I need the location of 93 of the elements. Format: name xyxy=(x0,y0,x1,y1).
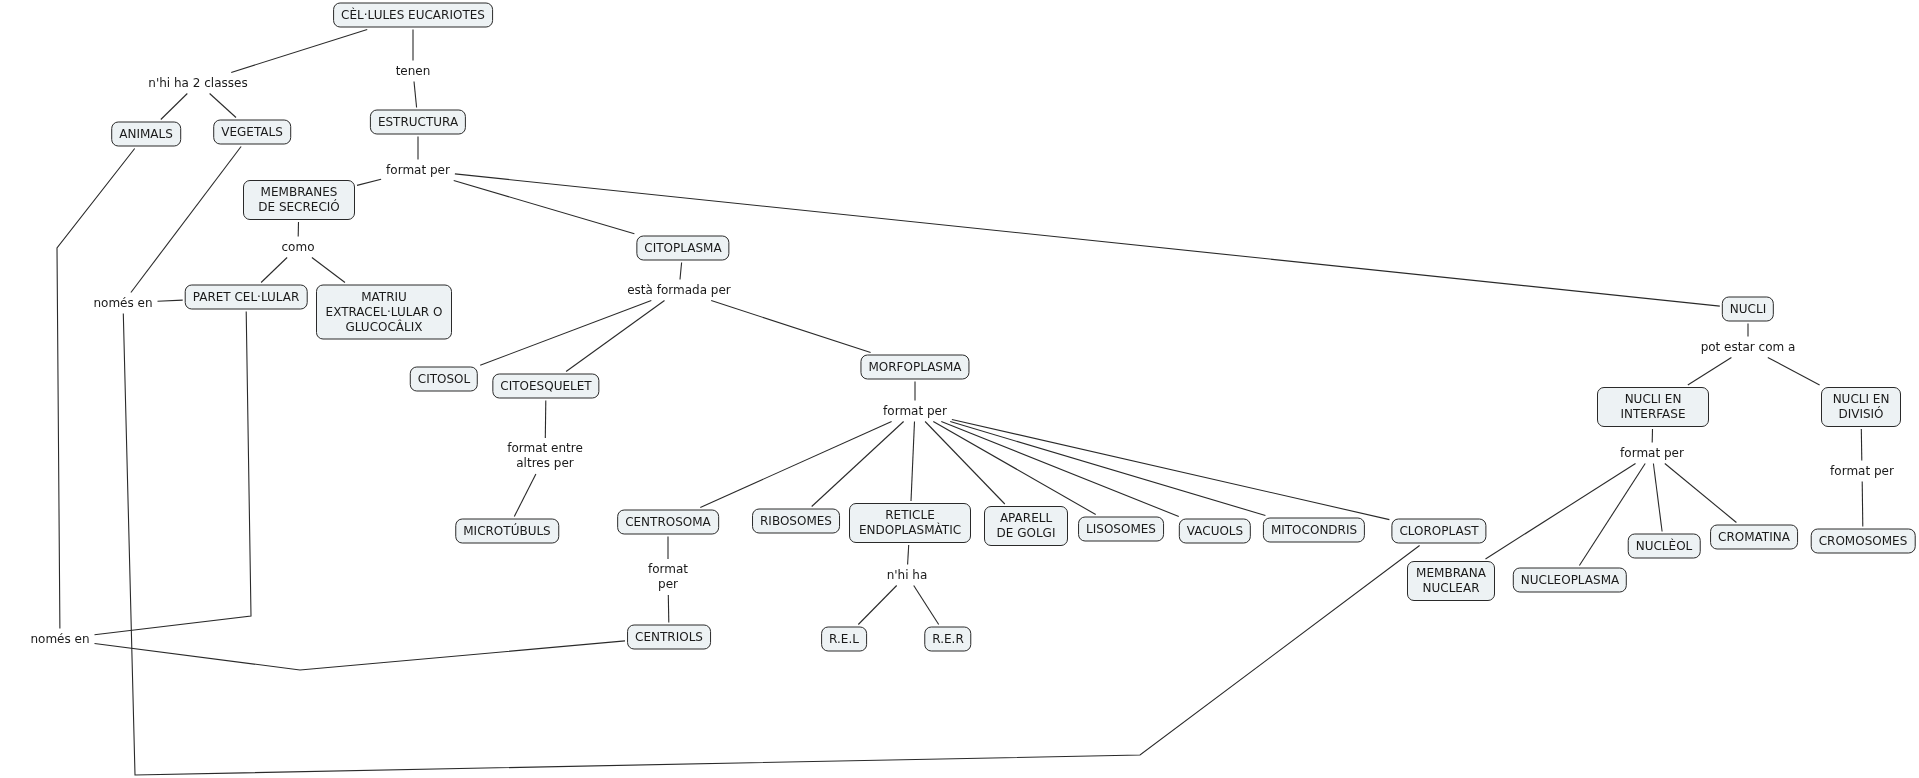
concept-box: NUCLI EN INTERFASE xyxy=(1597,387,1709,427)
connector-line xyxy=(453,179,635,235)
concept-box: MORFOPLASMA xyxy=(860,354,970,380)
connector-line xyxy=(156,299,184,302)
connector-line xyxy=(1651,428,1654,444)
connector-line xyxy=(951,418,1390,521)
concept-box: MEMBRANA NUCLEAR xyxy=(1407,561,1495,601)
concept-box: R.E.L xyxy=(821,626,867,652)
connector-line xyxy=(565,299,666,373)
linking-phrase: format per xyxy=(638,561,698,593)
connector-line xyxy=(311,256,346,284)
connector-line xyxy=(230,28,368,74)
connector-line xyxy=(122,312,1421,776)
connector-line xyxy=(356,178,382,186)
linking-phrase: tenen xyxy=(392,62,434,80)
connector-line xyxy=(679,261,683,281)
linking-phrase: format per xyxy=(880,402,950,420)
connector-line xyxy=(1484,462,1637,560)
concept-box: MICROTÚBULS xyxy=(455,518,559,544)
linking-phrase: format per xyxy=(1827,462,1897,480)
connector-line xyxy=(710,299,872,354)
linking-phrase: como xyxy=(278,238,318,256)
concept-box: LISOSOMES xyxy=(1078,516,1164,542)
connector-line xyxy=(857,584,898,626)
concept-box: PARET CEL·LULAR xyxy=(184,284,308,310)
connector-line xyxy=(667,535,669,560)
concept-box: CENTROSOMA xyxy=(617,509,719,535)
connector-line xyxy=(914,380,916,402)
connector-line xyxy=(160,92,188,121)
linking-phrase: format per xyxy=(1617,444,1687,462)
linking-phrase: format entre altres per xyxy=(495,440,595,472)
connector-line xyxy=(1664,462,1737,524)
connector-line xyxy=(544,399,547,439)
connector-line xyxy=(130,145,242,294)
connector-line xyxy=(1687,356,1732,386)
connector-line xyxy=(417,135,419,161)
concept-box: CROMATINA xyxy=(1710,524,1798,550)
connector-line xyxy=(1767,356,1821,386)
connector-line xyxy=(413,80,418,109)
concept-box: ESTRUCTURA xyxy=(369,109,467,135)
concept-box: CITOSOL xyxy=(409,366,479,392)
connector-line xyxy=(93,640,626,671)
connector-line xyxy=(811,420,905,508)
connector-line xyxy=(412,28,414,62)
connector-line xyxy=(932,420,1097,516)
connector-line xyxy=(260,256,288,284)
connector-line xyxy=(1652,462,1663,533)
connector-line xyxy=(910,420,916,502)
concept-box: CENTRIOLS xyxy=(627,624,711,650)
concept-box: APARELL DE GOLGI xyxy=(984,506,1068,546)
concept-box: MITOCONDRIS xyxy=(1262,517,1366,543)
concept-box: NUCLI xyxy=(1721,296,1775,322)
connector-line xyxy=(1578,462,1646,567)
connector-line xyxy=(209,92,237,119)
connector-line xyxy=(667,594,670,624)
concept-box: MEMBRANES DE SECRECIÓ xyxy=(243,180,355,220)
connector-line xyxy=(1747,322,1749,338)
connector-line xyxy=(907,544,910,566)
concept-box: VACUOLS xyxy=(1178,518,1252,544)
connector-line xyxy=(297,221,300,238)
concept-box: CITOESQUELET xyxy=(492,373,600,399)
connector-line xyxy=(1860,428,1863,462)
linking-phrase: format per xyxy=(383,161,453,179)
linking-phrase: n'hi ha 2 classes xyxy=(145,74,251,92)
concept-box: ANIMALS xyxy=(111,121,181,147)
connector-line xyxy=(913,584,940,626)
linking-phrase: només en xyxy=(90,294,156,312)
connector-line xyxy=(93,310,252,636)
concept-box: VEGETALS xyxy=(213,119,291,145)
connector-line xyxy=(949,420,1266,517)
concept-box: CLOROPLAST xyxy=(1391,518,1487,544)
concept-box: NUCLÈOL xyxy=(1627,533,1701,559)
linking-phrase: està formada per xyxy=(624,281,734,299)
connector-line xyxy=(56,147,136,630)
concept-box: MATRIU EXTRACEL·LULAR O GLUCOCÂLIX xyxy=(316,284,452,340)
connector-line xyxy=(513,473,537,518)
linking-phrase: n'hi ha xyxy=(883,566,931,584)
connector-line xyxy=(454,173,1721,307)
connector-line xyxy=(1861,480,1864,528)
concept-box: R.E.R xyxy=(924,626,972,652)
concept-box: RETICLE ENDOPLASMÀTIC xyxy=(849,503,971,543)
linking-phrase: només en xyxy=(27,630,93,648)
connector-line xyxy=(699,420,893,509)
linking-phrase: pot estar com a xyxy=(1697,338,1799,356)
concept-box: CÈL·LULES EUCARIOTES xyxy=(333,2,493,28)
concept-box: CITOPLASMA xyxy=(636,235,730,261)
concept-box: NUCLEOPLASMA xyxy=(1512,567,1628,593)
concept-box: CROMOSOMES xyxy=(1810,528,1916,554)
concept-box: NUCLI EN DIVISIÓ xyxy=(1821,387,1901,427)
connector-line xyxy=(479,299,652,366)
connector-line xyxy=(924,420,1006,505)
connector-line xyxy=(940,420,1180,518)
concept-box: RIBOSOMES xyxy=(752,508,840,534)
